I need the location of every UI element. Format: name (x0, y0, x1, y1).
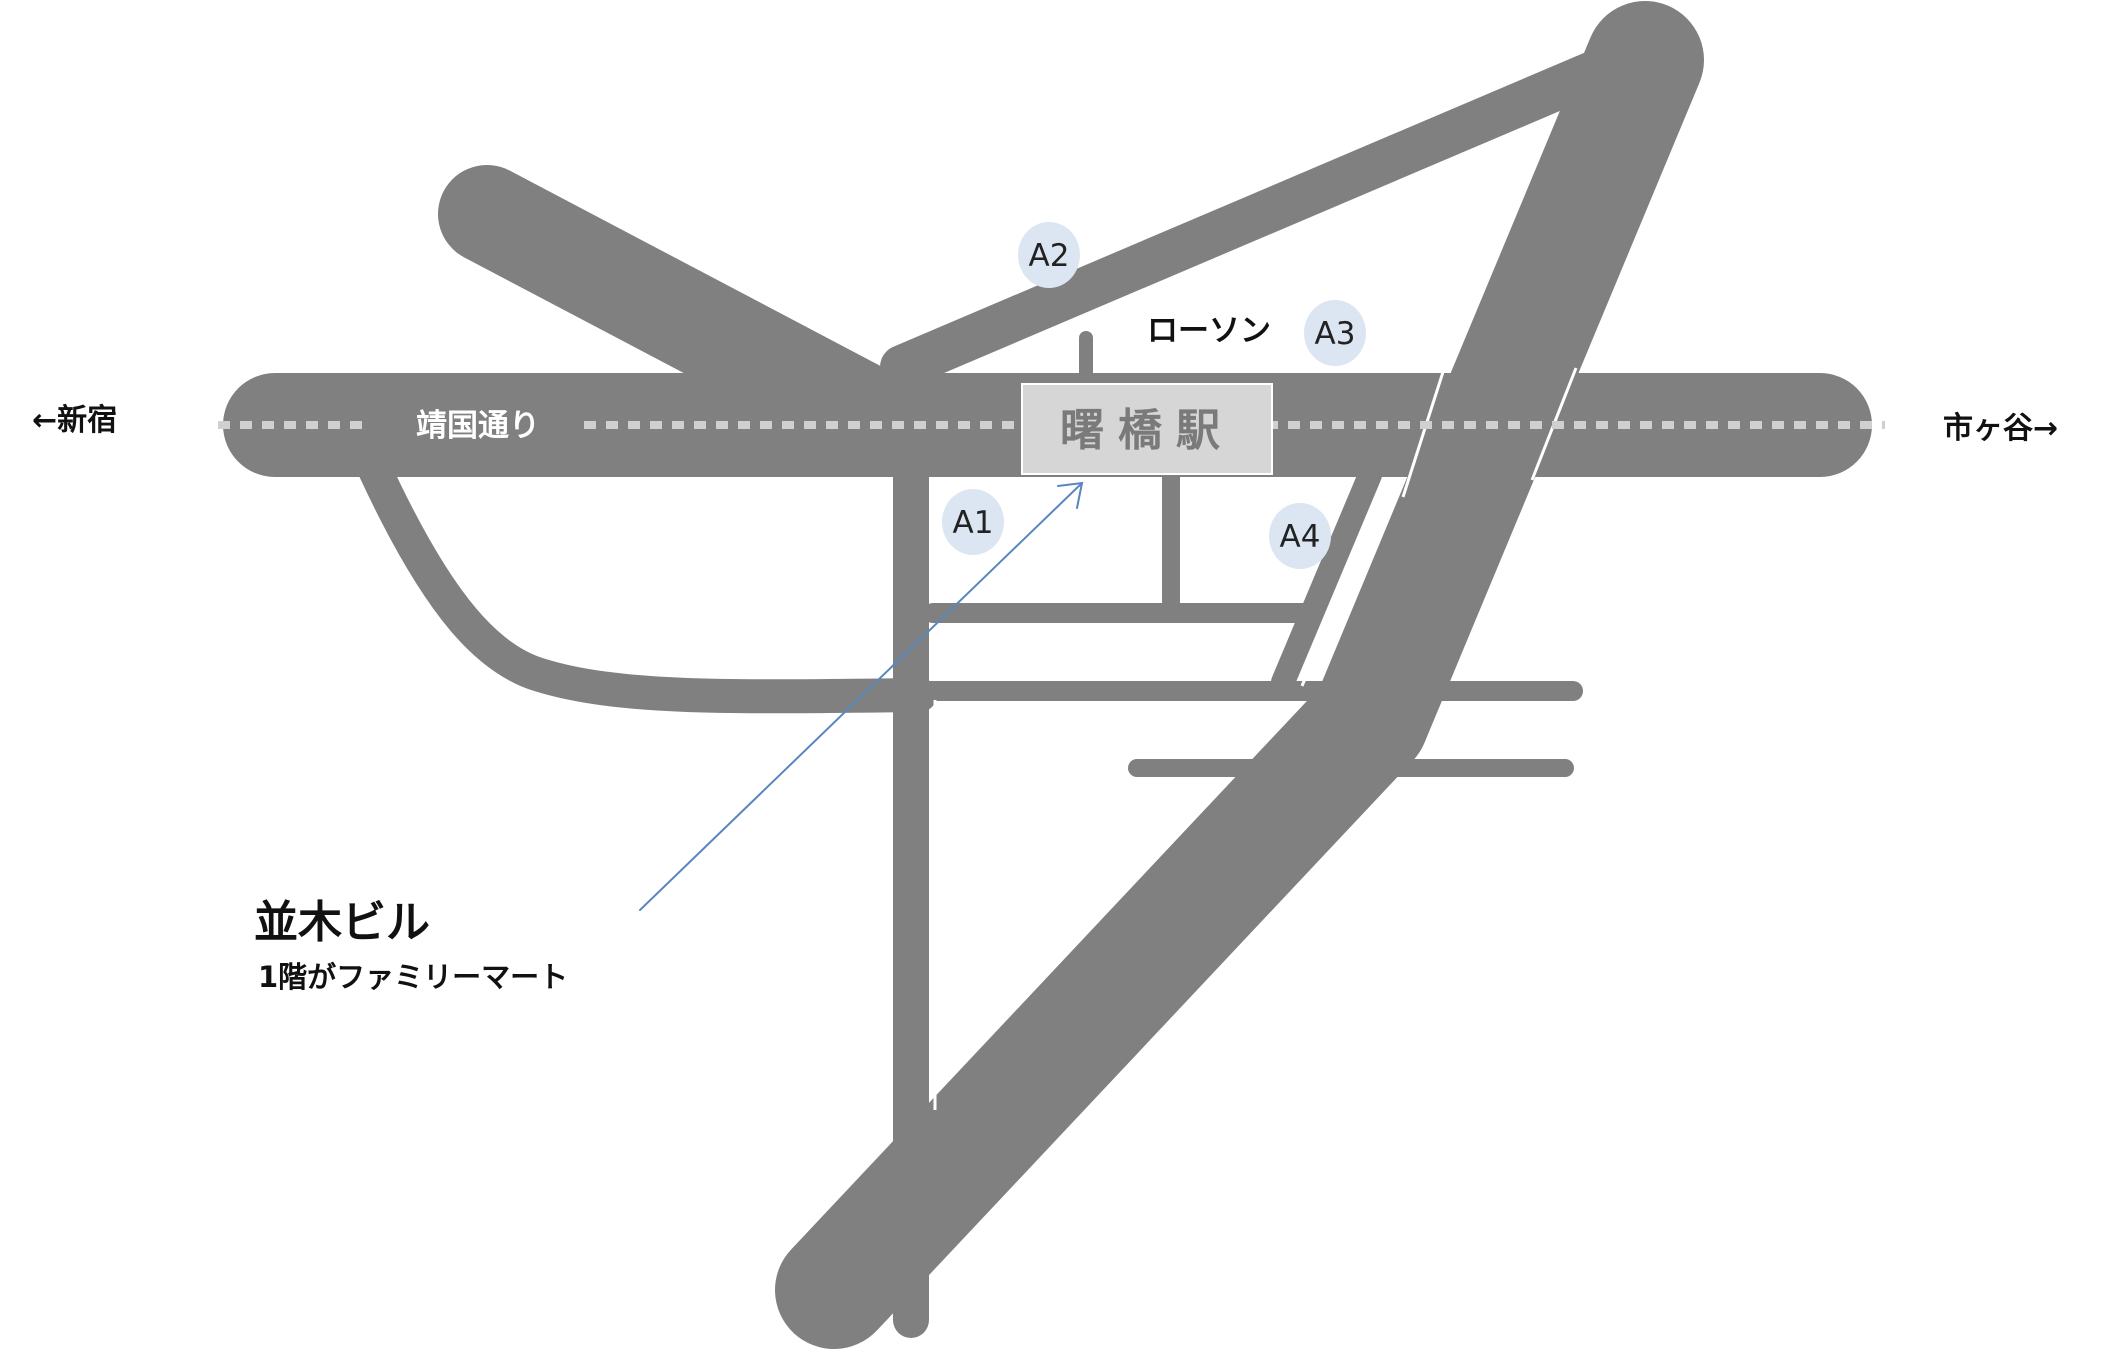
exit-a2-marker (1018, 222, 1080, 288)
station-label: 曙橋駅 (1060, 405, 1234, 456)
exit-a4-marker (1269, 503, 1331, 569)
road-separators (933, 367, 1578, 1110)
station-box (1021, 383, 1273, 475)
building-note: 1階がファミリーマート (258, 960, 568, 994)
street-name: 靖国通り (416, 408, 540, 444)
exit-a4: A4 (1269, 503, 1331, 569)
exit-a4-label: A4 (1280, 519, 1321, 555)
exit-a2: A2 (1018, 222, 1080, 288)
direction-shinjuku: ←新宿 (32, 403, 117, 438)
building-arrow (639, 481, 1084, 911)
arrow-head (1057, 481, 1084, 509)
curved-road (358, 453, 937, 714)
exit-a1-label: A1 (953, 505, 994, 541)
exit-a3-label: A3 (1315, 316, 1356, 352)
side-diagonal-road (1271, 463, 1382, 694)
separator-1 (1401, 371, 1445, 498)
main-diagonal-road-upper (1311, 1, 1704, 779)
arrow-shaft (639, 482, 1083, 911)
direction-ichigaya: 市ヶ谷→ (1943, 411, 2058, 446)
exit-a3: A3 (1304, 300, 1366, 366)
exit-a2-label: A2 (1029, 238, 1070, 274)
building-name: 並木ビル (254, 897, 430, 948)
exit-a1: A1 (942, 489, 1004, 555)
store-lawson: ローソン (1147, 313, 1271, 349)
separator-3 (1300, 479, 1388, 687)
exit-a3-marker (1304, 300, 1366, 366)
upper-left-diagonal-road (438, 165, 927, 469)
exit-a1-marker (942, 489, 1004, 555)
upper-right-road (880, 48, 1622, 389)
